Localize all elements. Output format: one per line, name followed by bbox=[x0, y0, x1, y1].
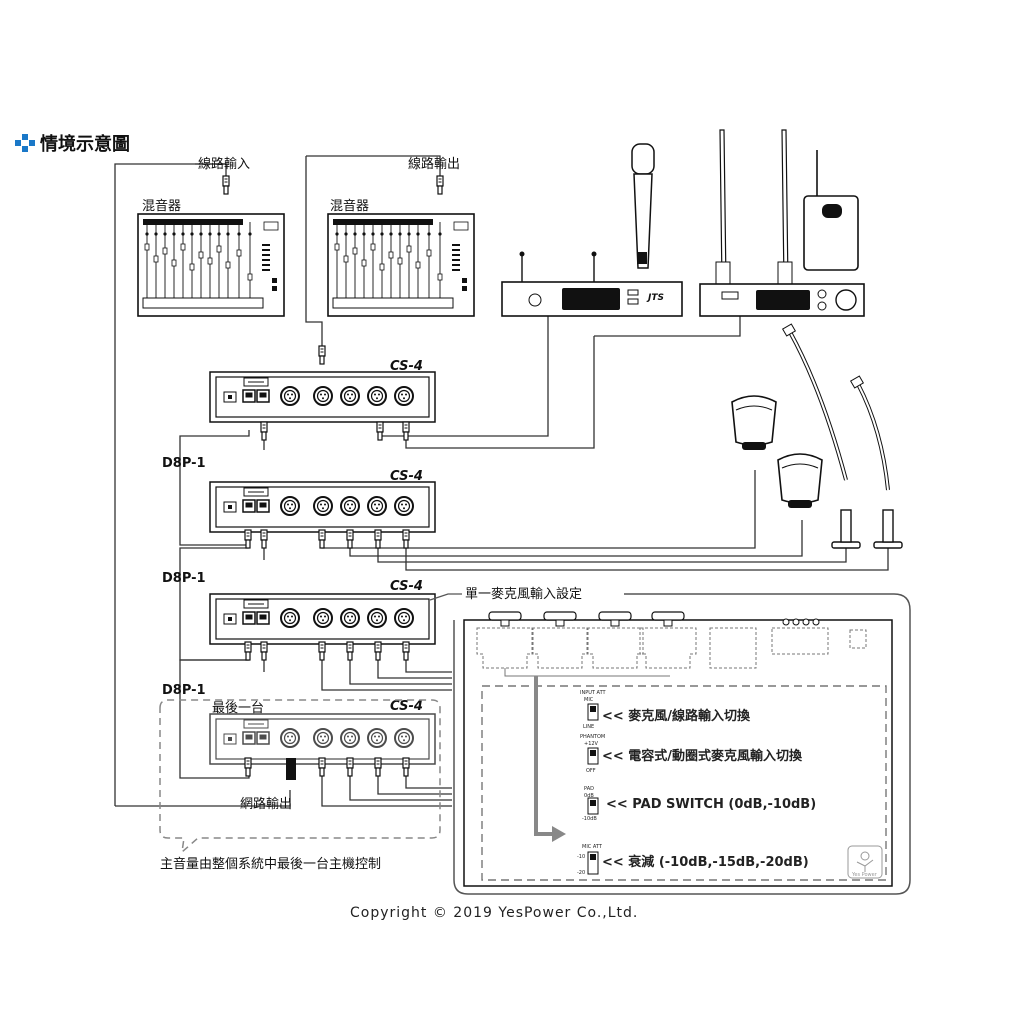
svg-text:PAD: PAD bbox=[584, 786, 594, 792]
receiver-brand: JTS bbox=[646, 293, 664, 303]
svg-text:-10dB: -10dB bbox=[582, 816, 597, 822]
last-unit-label: 最後一台 bbox=[212, 701, 264, 716]
cs4-label-4: CS-4 bbox=[390, 699, 423, 714]
mixer-label-1: 混音器 bbox=[142, 198, 181, 214]
cs4-label-2: CS-4 bbox=[390, 469, 423, 484]
line-in-plug-icon bbox=[222, 175, 230, 195]
single-mic-title: 單一麥克風輸入設定 bbox=[465, 586, 582, 602]
bodypack-transmitter-icon bbox=[803, 150, 859, 271]
cs4-unit-1 bbox=[210, 372, 435, 422]
line-out-plug-icon bbox=[436, 175, 444, 195]
svg-text:MIC ATT: MIC ATT bbox=[582, 844, 603, 850]
attenuation-switch-icon bbox=[590, 854, 596, 860]
d8p-label-1: D8P-1 bbox=[162, 456, 206, 471]
pad-switch-icon bbox=[590, 800, 596, 806]
switch-row-phantom: PHANTOM +12V OFF << 電容式/動圈式麥克風輸入切換 bbox=[580, 734, 803, 774]
cs4-unit-3 bbox=[210, 594, 435, 644]
svg-text:PHANTOM: PHANTOM bbox=[580, 734, 605, 740]
switch-row-attenuation: MIC ATT -10 -20 << 衰減 (-10dB,-15dB,-20dB… bbox=[577, 844, 809, 876]
copyright-text: Copyright © 2019 YesPower Co.,Ltd. bbox=[350, 905, 638, 921]
mixer-2-icon bbox=[327, 213, 475, 317]
d8p-label-2: D8P-1 bbox=[162, 571, 206, 586]
input-switch-text: << 麥克風/線路輸入切換 bbox=[602, 708, 751, 724]
master-volume-note: 主音量由整個系統中最後一台主機控制 bbox=[160, 856, 381, 872]
svg-text:-10: -10 bbox=[577, 854, 585, 860]
last-unit-callout: 最後一台 網路輸出 bbox=[159, 699, 441, 854]
single-mic-settings-panel: 單一麥克風輸入設定 INPUT ATT MIC LINE << 麥克風/線路輸入… bbox=[429, 586, 911, 895]
cs4-label-3: CS-4 bbox=[390, 579, 423, 594]
network-out-label: 網路輸出 bbox=[240, 796, 292, 812]
svg-text:0dB: 0dB bbox=[584, 793, 594, 799]
yespower-logo-icon: Yes Power bbox=[847, 845, 883, 879]
d8p-label-3: D8P-1 bbox=[162, 683, 206, 698]
line-in-label: 線路輸入 bbox=[198, 156, 250, 172]
phantom-switch-text: << 電容式/動圈式麥克風輸入切換 bbox=[602, 748, 803, 764]
switch-row-pad: PAD 0dB -10dB << PAD SWITCH (0dB,-10dB) bbox=[582, 786, 816, 822]
wireless-receiver-2 bbox=[699, 129, 865, 317]
mixer-1-icon bbox=[137, 213, 285, 317]
attenuation-switch-text: << 衰減 (-10dB,-15dB,-20dB) bbox=[602, 854, 809, 870]
cs4-label-1: CS-4 bbox=[390, 359, 423, 374]
line-out-label: 線路輸出 bbox=[408, 156, 460, 172]
svg-text:INPUT ATT: INPUT ATT bbox=[580, 690, 607, 696]
cs4-unit-2 bbox=[210, 482, 435, 532]
svg-text:-20: -20 bbox=[577, 870, 585, 876]
unit-plugs bbox=[244, 345, 410, 780]
header: 情境示意圖 bbox=[15, 133, 130, 155]
gooseneck-mic-2-icon bbox=[849, 375, 903, 549]
wireless-receiver-1: JTS bbox=[501, 251, 683, 317]
desk-mic-2-icon bbox=[777, 453, 823, 509]
page-title: 情境示意圖 bbox=[40, 133, 130, 155]
pad-switch-text: << PAD SWITCH (0dB,-10dB) bbox=[606, 797, 816, 812]
mixer-label-2: 混音器 bbox=[330, 198, 369, 214]
gooseneck-mic-1-icon bbox=[781, 323, 861, 549]
svg-text:MIC: MIC bbox=[584, 697, 594, 703]
desk-mic-1-icon bbox=[731, 395, 777, 451]
diamond-dots-icon bbox=[15, 134, 35, 152]
handheld-mic-icon bbox=[631, 143, 655, 269]
svg-text:LINE: LINE bbox=[583, 724, 594, 730]
svg-text:+12V: +12V bbox=[584, 741, 599, 747]
input-switch-icon bbox=[590, 706, 596, 712]
svg-text:OFF: OFF bbox=[586, 768, 596, 774]
phantom-switch-icon bbox=[590, 750, 596, 756]
cs4-unit-4 bbox=[210, 714, 435, 764]
switch-row-input: INPUT ATT MIC LINE << 麥克風/線路輸入切換 bbox=[580, 690, 751, 730]
svg-text:Yes Power: Yes Power bbox=[851, 872, 878, 878]
